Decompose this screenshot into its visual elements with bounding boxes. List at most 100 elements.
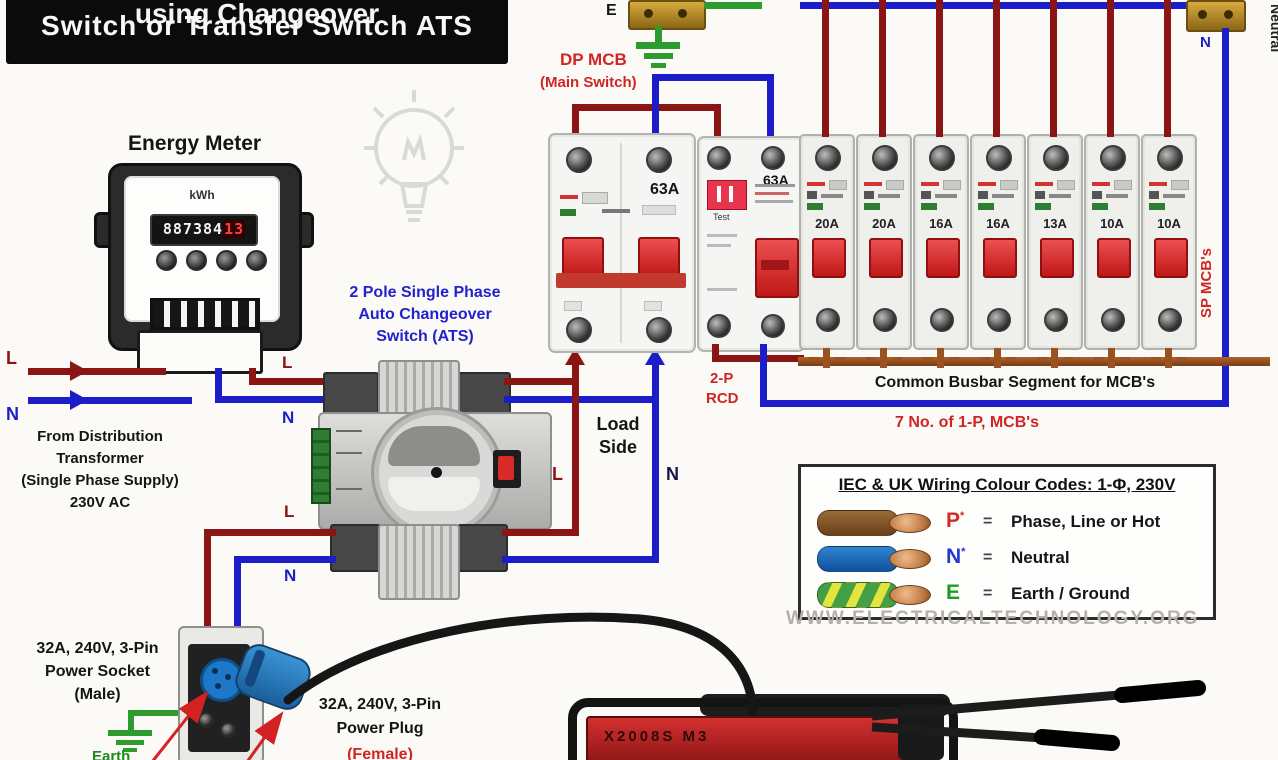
meter-out-phase-drop — [249, 368, 256, 385]
mcb-screw-bottom — [816, 308, 840, 332]
mcb-rating: 20A — [872, 216, 896, 231]
gen-l-label: L — [284, 502, 295, 521]
busbar-clamp — [1151, 357, 1161, 361]
ats-bottom-block — [378, 524, 460, 600]
mcb-feed-wire — [1050, 0, 1057, 137]
detail-mark — [978, 182, 996, 186]
loop-phase-right — [714, 104, 721, 140]
dp-mcb-sublabel: (Main Switch) — [540, 74, 637, 91]
bulb-watermark — [364, 90, 464, 222]
busbar-clamp — [866, 357, 876, 361]
mcb-rating: 20A — [815, 216, 839, 231]
ats-rotary-dial — [374, 410, 500, 536]
neutral-flow-arrow — [70, 390, 88, 410]
detail-mark — [1092, 182, 1110, 186]
dp-mcb-label: DP MCB — [560, 50, 627, 69]
source-caption-2: Transformer — [56, 450, 144, 467]
sp-mcb: 20A — [856, 134, 912, 368]
terminal-screw — [1198, 10, 1207, 19]
sp-mcb: 16A — [913, 134, 969, 368]
phase-flow-arrow — [70, 361, 88, 381]
detail-mark — [336, 452, 362, 454]
loop-phase-top — [572, 104, 721, 111]
mcb-rating: 16A — [929, 216, 953, 231]
ats-label-1: 2 Pole Single Phase — [349, 284, 501, 301]
loop-neutral-top — [652, 74, 774, 81]
ats-out-phase-bottom — [502, 529, 579, 536]
detail-mark — [864, 203, 880, 210]
legend-title: IEC & UK Wiring Colour Codes: 1-Φ, 230V — [838, 475, 1176, 494]
earth-symbol: E — [946, 581, 961, 604]
earth-desc: Earth / Ground — [1011, 584, 1130, 603]
meter-face — [124, 176, 280, 322]
meter-dial — [216, 250, 237, 271]
meter-display: 88738413 — [150, 214, 258, 246]
load-l-label: L — [552, 464, 563, 484]
detail-mark — [978, 203, 994, 210]
detail-mark — [564, 301, 582, 311]
rcd-phase-drop — [712, 344, 719, 362]
mcb-feed-wire — [1164, 0, 1171, 137]
copper-core — [889, 549, 931, 569]
ats-red-switch — [493, 450, 521, 488]
earth-symbol-bar1 — [636, 42, 680, 49]
detail-mark — [1035, 182, 1053, 186]
busbar-clamp — [892, 357, 902, 361]
busbar-stub — [994, 348, 1001, 368]
title-line2: Switch or Transfer Switch ATS — [41, 10, 473, 41]
busbar-stub — [1051, 348, 1058, 368]
meter-digits: 887384 — [162, 220, 224, 238]
site-watermark: WWW.ELECTRICALTECHNOLOGY.ORG — [786, 608, 1200, 629]
meter-dial — [246, 250, 267, 271]
detail-mark — [602, 209, 630, 213]
socket-label-2: Power Socket — [45, 663, 150, 680]
busbar-stub — [823, 348, 830, 368]
ats-out-phase-top — [504, 378, 579, 385]
terminal-screw — [678, 9, 687, 18]
legend-row-neutral: N* = Neutral — [801, 543, 1213, 575]
neutral-link-block — [1186, 0, 1246, 32]
detail-mark — [807, 203, 823, 210]
detail-mark — [886, 180, 904, 190]
mcb-feed-wire — [879, 0, 886, 137]
mcb-screw-top — [1157, 145, 1183, 171]
mcb-screw-top — [929, 145, 955, 171]
meter-dial — [186, 250, 207, 271]
common-busbar — [798, 357, 1270, 366]
mcb-screw-top — [986, 145, 1012, 171]
terminal-screw — [644, 9, 653, 18]
copper-core — [889, 585, 931, 605]
equals: = — [983, 513, 993, 530]
socket-vent — [220, 722, 236, 738]
detail-mark — [1035, 203, 1051, 210]
meter-digits-red: 13 — [223, 220, 246, 238]
detail-mark — [1149, 191, 1159, 199]
socket-earth-bar3 — [123, 748, 137, 752]
mcb-toggle — [869, 238, 903, 278]
meter-to-ats-neutral — [215, 396, 339, 403]
mcb-toggle — [812, 238, 846, 278]
detail-mark — [1149, 203, 1165, 210]
equals: = — [983, 549, 993, 566]
earth-symbol-bar3 — [651, 63, 666, 68]
dp-screw — [566, 147, 592, 173]
busbar-clamp — [1063, 357, 1073, 361]
socket-earth-label: Earth — [92, 748, 131, 760]
meter-out-l-label: L — [282, 353, 293, 372]
busbar-clamp — [980, 357, 990, 361]
busbar-clamp — [1037, 357, 1047, 361]
phase-symbol: P* — [946, 509, 965, 532]
grid-phase-wire — [28, 368, 166, 375]
detail-mark — [921, 191, 931, 199]
mcb-toggle — [926, 238, 960, 278]
detail-mark — [707, 244, 731, 247]
busbar-clamp — [1094, 357, 1104, 361]
legend-row-earth: E = Earth / Ground — [801, 579, 1213, 611]
detail-mark — [729, 186, 733, 202]
loop-phase-left — [572, 104, 579, 140]
legend-row-phase: P* = Phase, Line or Hot — [801, 507, 1213, 539]
handle-grip-lower — [1034, 729, 1120, 751]
ats-top-block — [378, 360, 460, 418]
mcb-screw-top — [872, 145, 898, 171]
rcd-test-label: Test — [713, 212, 730, 222]
